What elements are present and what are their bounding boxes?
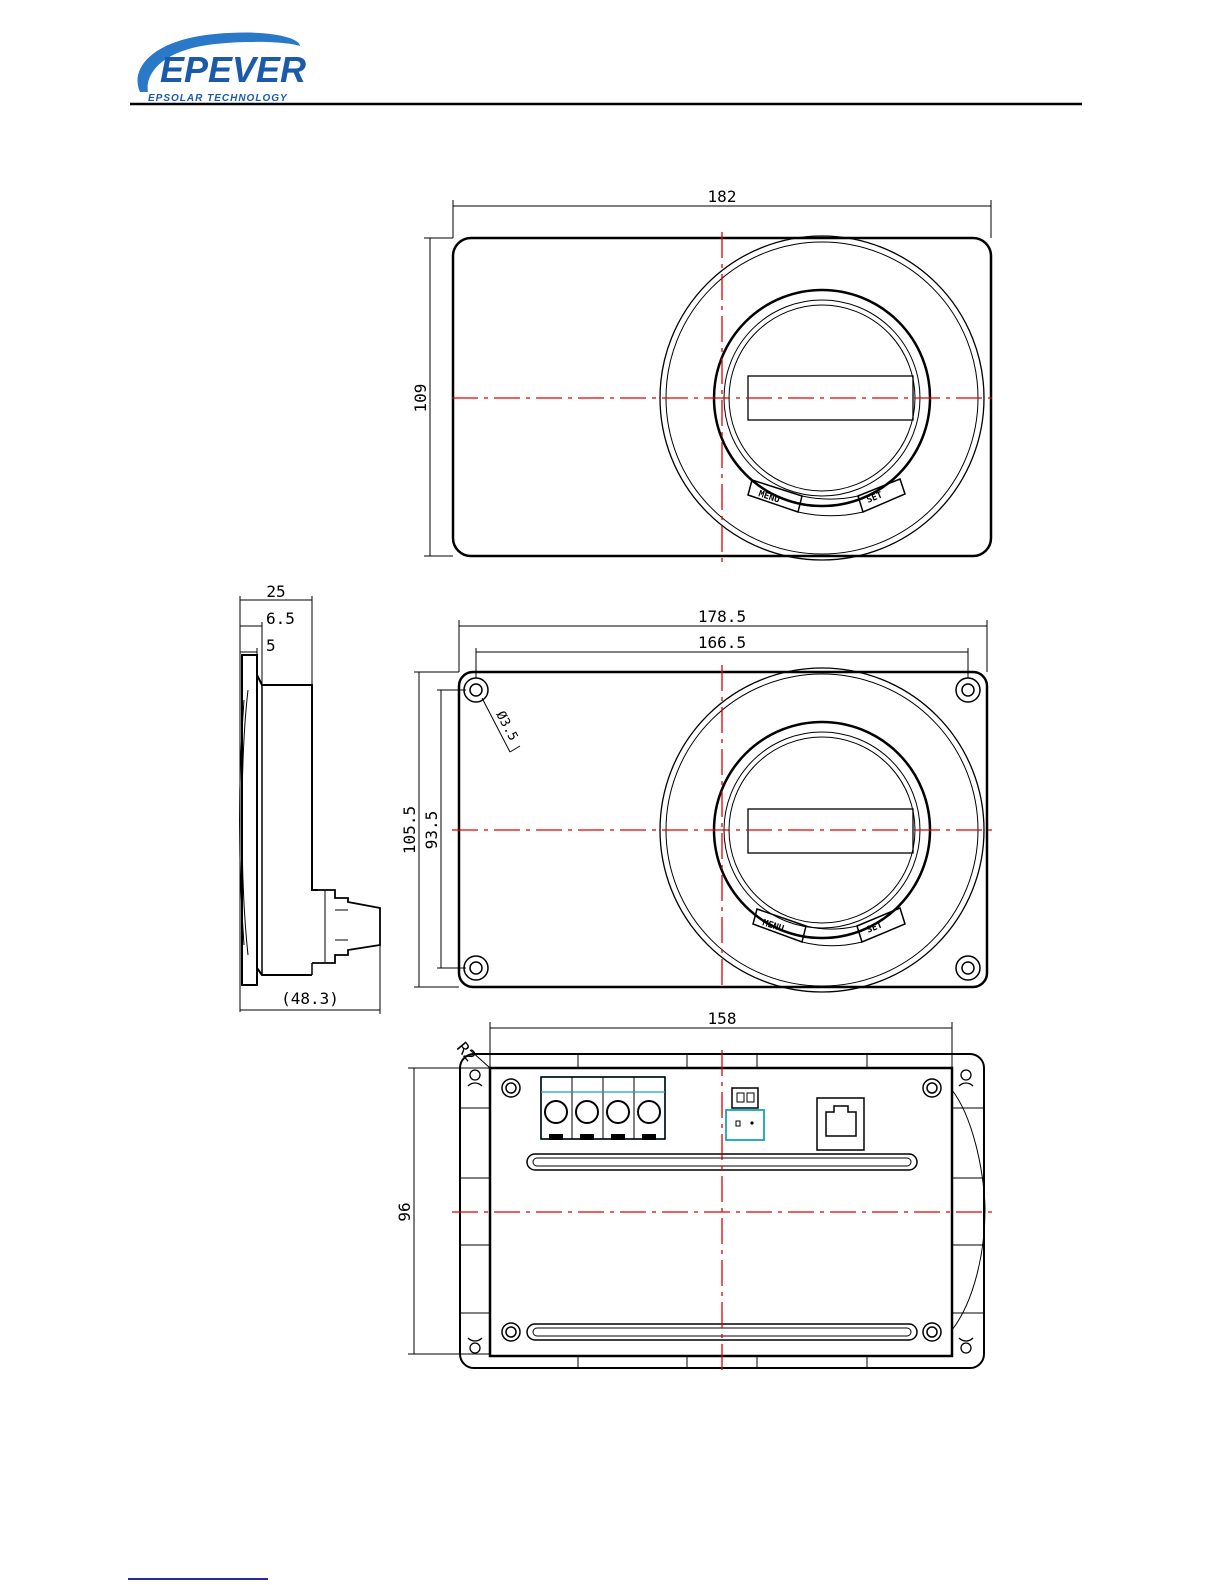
side-total-depth-dim: (48.3) <box>281 989 339 1008</box>
rear-terminal-block <box>541 1077 665 1140</box>
rear-height-dim: 96 <box>395 1202 414 1221</box>
side-view: 25 6.5 5 (48.3) <box>240 582 381 1014</box>
side-body <box>257 675 318 890</box>
rear-radius-dim: R2 <box>453 1038 480 1065</box>
side-offset-dim-1: 6.5 <box>266 609 295 628</box>
front-menu-label: MENU <box>757 489 781 505</box>
rear-width-dim: 158 <box>708 1009 737 1028</box>
side-offset-dim-2: 5 <box>266 636 276 655</box>
mount-height-dim: 105.5 <box>400 806 419 854</box>
footer-rule <box>128 1578 268 1580</box>
rear-view: 158 R2 96 <box>395 1009 995 1376</box>
mount-hole-vertical-dim: 93.5 <box>422 811 441 850</box>
front-width-dim: 182 <box>708 187 737 206</box>
mounting-view: MENU SET Ø3.5 178.5 166.5 105.5 93.5 <box>400 607 995 992</box>
mount-hole-br <box>956 956 980 980</box>
rear-rj45-port <box>817 1098 864 1150</box>
mount-lcd-window <box>748 809 913 853</box>
side-terminal-block <box>312 890 380 963</box>
mount-hole-tr <box>956 678 980 702</box>
mount-hole-bl <box>464 956 488 980</box>
mount-hole-spacing-dim: 166.5 <box>698 633 746 652</box>
mount-menu-label: MENU <box>761 918 785 934</box>
side-front-plate <box>242 655 257 985</box>
side-depth-dim: 25 <box>266 582 285 601</box>
mount-hole-tl <box>464 678 488 702</box>
front-height-dim: 109 <box>411 384 430 413</box>
front-view: MENU SET 182 109 <box>411 187 995 568</box>
rear-2pin-connector <box>726 1088 764 1140</box>
mount-width-dim: 178.5 <box>698 607 746 626</box>
